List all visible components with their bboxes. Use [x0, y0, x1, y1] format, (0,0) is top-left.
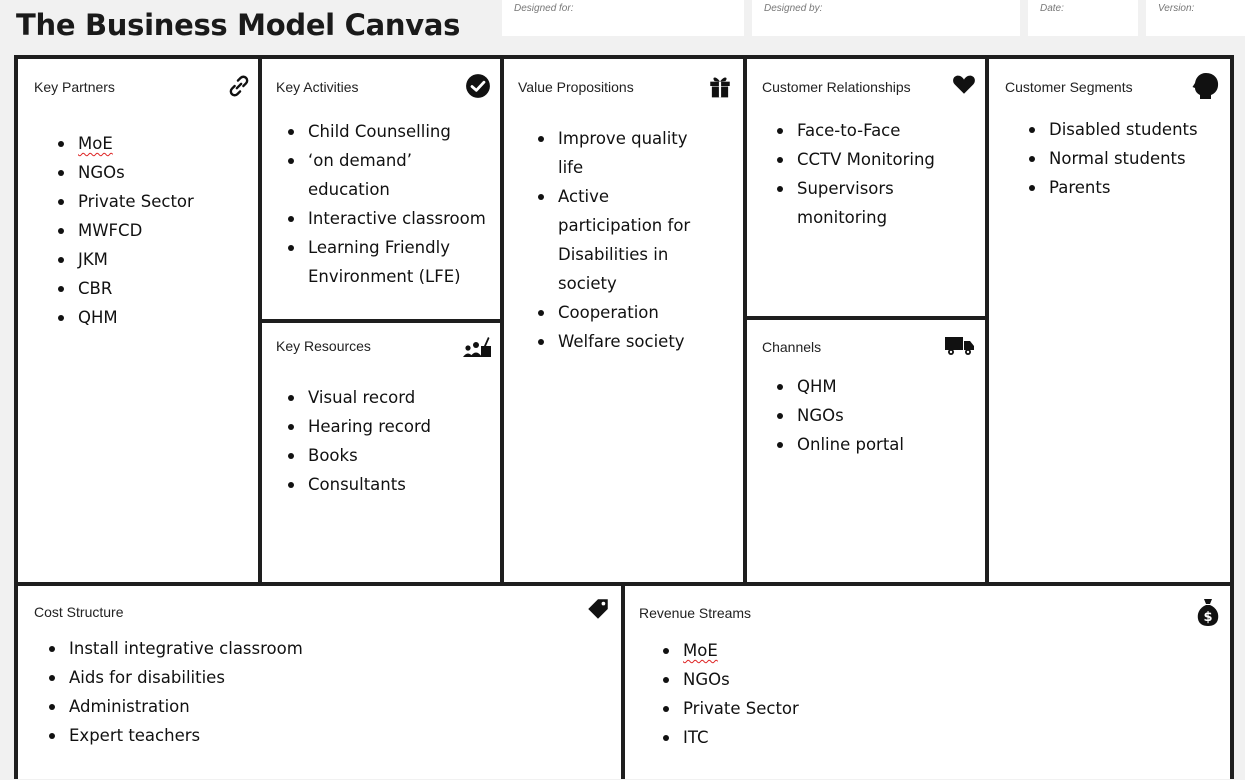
list-item: Online portal [775, 430, 904, 459]
key-resources-list: Visual record Hearing record Books Consu… [286, 383, 431, 499]
key-resources-label: Key Resources [276, 338, 371, 354]
list-item: Child Counselling [286, 117, 486, 146]
date-label: Date: [1040, 3, 1064, 14]
customer-relationships-block[interactable]: Customer Relationships Face-to-Face CCTV… [747, 59, 985, 316]
value-propositions-label: Value Propositions [518, 79, 634, 95]
list-item: MWFCD [56, 216, 194, 245]
list-item: Disabled students [1027, 115, 1198, 144]
key-partners-label: Key Partners [34, 79, 115, 95]
list-item: Hearing record [286, 412, 431, 441]
customer-segments-block[interactable]: Customer Segments Disabled students Norm… [989, 59, 1230, 582]
channels-label: Channels [762, 339, 822, 355]
customer-relationships-label: Customer Relationships [762, 79, 911, 95]
page-title: The Business Model Canvas [16, 8, 461, 42]
list-item: Normal students [1027, 144, 1198, 173]
list-item: Learning Friendly Environment (LFE) [286, 233, 486, 291]
list-item: Private Sector [661, 694, 799, 723]
list-item: Private Sector [56, 187, 194, 216]
version-field[interactable]: Version: [1146, 0, 1245, 36]
checkmark-icon [465, 73, 491, 99]
list-item: Interactive classroom [286, 204, 486, 233]
list-item: Improve quality life [536, 124, 716, 182]
list-item: Supervisors monitoring [775, 174, 975, 232]
customer-relationships-list: Face-to-Face CCTV Monitoring Supervisors… [775, 116, 975, 232]
revenue-streams-label: Revenue Streams [639, 605, 752, 621]
money-bag-icon: $ [1196, 597, 1220, 627]
gift-icon [707, 73, 733, 99]
version-label: Version: [1158, 3, 1195, 14]
cost-structure-list: Install integrative classroom Aids for d… [47, 634, 303, 750]
list-item: NGOs [775, 401, 904, 430]
list-item: CCTV Monitoring [775, 145, 975, 174]
customer-segments-label: Customer Segments [1005, 79, 1133, 95]
designed-for-field[interactable]: Designed for: [502, 0, 744, 36]
list-item: ‘on demand’ education [286, 146, 486, 204]
list-item: CBR [56, 274, 194, 303]
list-item: Parents [1027, 173, 1198, 202]
list-item: MoE [661, 636, 799, 665]
list-item: JKM [56, 245, 194, 274]
heart-icon [951, 71, 977, 97]
truck-icon [944, 332, 976, 358]
key-partners-block[interactable]: Key Partners MoE NGOs Private Sector MWF… [18, 59, 258, 582]
list-item: Aids for disabilities [47, 663, 303, 692]
key-activities-list: Child Counselling ‘on demand’ education … [286, 117, 486, 291]
key-activities-block[interactable]: Key Activities Child Counselling ‘on dem… [262, 59, 500, 319]
canvas-grid: Key Partners MoE NGOs Private Sector MWF… [14, 55, 1234, 779]
list-item: Welfare society [536, 327, 716, 356]
key-resources-block[interactable]: Key Resources Visual record Hearing reco… [262, 323, 500, 582]
value-propositions-list: Improve quality life Active participatio… [536, 124, 716, 356]
cost-structure-label: Cost Structure [34, 604, 124, 620]
list-item: NGOs [661, 665, 799, 694]
revenue-streams-list: MoE NGOs Private Sector ITC [661, 636, 799, 752]
list-item: Administration [47, 692, 303, 721]
channels-list: QHM NGOs Online portal [775, 372, 904, 459]
worker-icon [462, 333, 492, 359]
designed-by-field[interactable]: Designed by: [752, 0, 1020, 36]
list-item: MoE [56, 129, 194, 158]
list-item: Expert teachers [47, 721, 303, 750]
list-item: QHM [56, 303, 194, 332]
designed-for-label: Designed for: [514, 3, 574, 14]
revenue-streams-block[interactable]: Revenue Streams $ MoE NGOs Private Secto… [625, 586, 1230, 779]
tag-icon [585, 596, 611, 622]
list-item: QHM [775, 372, 904, 401]
list-item: Install integrative classroom [47, 634, 303, 663]
list-item: Visual record [286, 383, 431, 412]
designed-by-label: Designed by: [764, 3, 823, 14]
key-activities-label: Key Activities [276, 79, 359, 95]
list-item: Active participation for Disabilities in… [536, 182, 716, 298]
channels-block[interactable]: Channels QHM NGOs Online portal [747, 320, 985, 582]
customer-segments-list: Disabled students Normal students Parent… [1027, 115, 1198, 202]
cost-structure-block[interactable]: Cost Structure Install integrative class… [18, 586, 621, 779]
link-icon [226, 73, 252, 99]
head-icon [1191, 71, 1221, 101]
list-item: Books [286, 441, 431, 470]
value-propositions-block[interactable]: Value Propositions Improve quality life … [504, 59, 743, 582]
list-item: Face-to-Face [775, 116, 975, 145]
key-partners-list: MoE NGOs Private Sector MWFCD JKM CBR QH… [56, 129, 194, 332]
list-item: Cooperation [536, 298, 716, 327]
date-field[interactable]: Date: [1028, 0, 1138, 36]
list-item: NGOs [56, 158, 194, 187]
svg-text:$: $ [1203, 610, 1212, 625]
list-item: ITC [661, 723, 799, 752]
list-item: Consultants [286, 470, 431, 499]
